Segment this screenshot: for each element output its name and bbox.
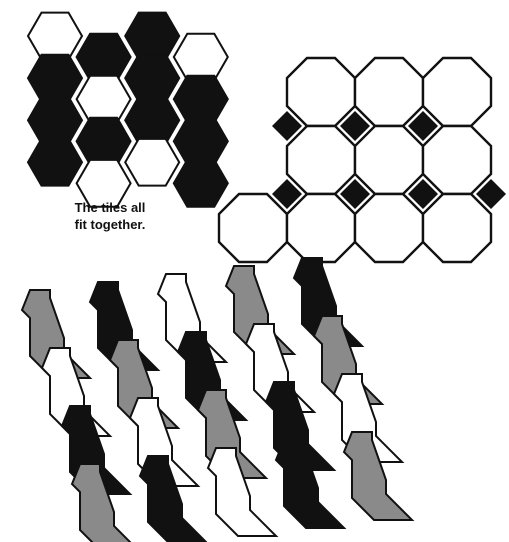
caption-line-1: The tiles all [40,199,180,216]
hexagon-tile [174,76,228,123]
octagon-tile [219,194,287,262]
octagon-tile [423,126,491,194]
hexagon-tiling [28,13,228,207]
octagon-tile [287,58,355,126]
hexagon-tile [174,118,228,165]
hexagon-tile [28,13,82,60]
hexagon-tile [28,55,82,102]
hexagon-tile [28,97,82,144]
hexagon-tile [77,118,131,165]
octagon-tile [355,58,423,126]
hexagon-tile [77,34,131,81]
octagon-tile [287,126,355,194]
octagon-square-tiling [219,58,506,262]
octagon-tile [355,194,423,262]
octagon-tile [355,126,423,194]
caption: The tiles all fit together. [40,199,180,233]
boot-shape-tiling [22,258,412,542]
hexagon-tile [125,13,179,60]
octagon-tile [423,58,491,126]
hexagon-tile [77,76,131,123]
hexagon-tile [125,55,179,102]
octagon-tile [423,194,491,262]
hexagon-tile [28,139,82,186]
hexagon-tile [174,160,228,207]
octagon-tile [287,194,355,262]
hexagon-tile [125,139,179,186]
hexagon-tile [174,34,228,81]
caption-line-2: fit together. [40,216,180,233]
hexagon-tile [125,97,179,144]
